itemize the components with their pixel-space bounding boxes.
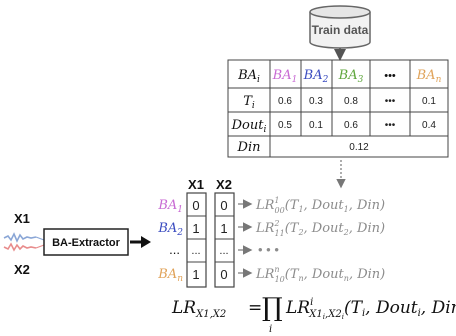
ba-extractor-box: BA-Extractor xyxy=(43,228,129,256)
table-cell: 0.6 xyxy=(344,120,358,131)
table-col-ellipsis: ••• xyxy=(384,70,396,82)
matrix-cell: 1 xyxy=(192,221,199,236)
ba-parameter-table: BAi BA1 BA2 BA3 ••• BAn Ti 0.6 0.3 0.8 •… xyxy=(227,59,449,158)
train-data: Train data xyxy=(309,5,371,49)
table-col-ban: BAn xyxy=(416,68,442,85)
formula-product-symbol: ∏ xyxy=(262,293,283,323)
database-icon xyxy=(309,5,371,49)
formula-equals: = xyxy=(248,298,262,318)
table-row-din-label: Din xyxy=(237,140,261,155)
input-x2-label: X2 xyxy=(14,262,30,277)
matrix-cell: 1 xyxy=(220,221,227,236)
matrix-cell: 0 xyxy=(220,198,227,213)
table-cell: ••• xyxy=(385,96,396,107)
binary-matrix: X1 X2 BA1 BA2 ... BAn 0 0 1 1 ... ... 1 … xyxy=(157,177,385,288)
matrix-header-x1: X1 xyxy=(188,177,204,192)
table-cell: 0.1 xyxy=(309,120,323,131)
table-row-t-label: Ti xyxy=(243,94,255,111)
matrix-row-label-ban: BAn xyxy=(157,267,183,284)
matrix-cell: ... xyxy=(219,245,228,257)
table-cell: 0.3 xyxy=(309,96,323,107)
lr-ellipsis: • • • xyxy=(258,242,279,257)
formula-product-index: i xyxy=(269,324,272,335)
signal-waveform-icon xyxy=(3,232,45,252)
ba-extractor-label: BA-Extractor xyxy=(52,237,121,249)
table-cell: 0.8 xyxy=(344,96,358,107)
table-cell: 0.1 xyxy=(422,96,436,107)
table-col-ba2: BA2 xyxy=(303,68,329,85)
table-row-dout-label: Douti xyxy=(231,118,267,135)
table-cell: ••• xyxy=(385,120,396,131)
table-col-ba1: BA1 xyxy=(272,68,298,85)
table-header-label: BAi xyxy=(237,68,260,85)
matrix-header-x2: X2 xyxy=(216,177,232,192)
matrix-cell: ... xyxy=(191,245,200,257)
arrow-right-icon xyxy=(130,236,151,248)
table-col-ba3: BA3 xyxy=(338,68,364,85)
table-din-value: 0.12 xyxy=(349,142,369,153)
table-cell: 0.5 xyxy=(278,120,292,131)
table-cell: 0.6 xyxy=(278,96,292,107)
input-x1-label: X1 xyxy=(14,211,30,226)
matrix-cell: 0 xyxy=(192,198,199,213)
table-cell: 0.4 xyxy=(422,120,436,131)
matrix-row-label-ba2: BA2 xyxy=(157,221,183,238)
matrix-cell: 0 xyxy=(220,267,227,282)
matrix-row-label-ellipsis: ... xyxy=(169,242,180,257)
train-data-label: Train data xyxy=(312,23,369,37)
matrix-cell: 1 xyxy=(192,267,199,282)
formula-lhs: LRX1,X2 xyxy=(171,298,226,320)
matrix-row-label-ba1: BA1 xyxy=(157,198,183,215)
